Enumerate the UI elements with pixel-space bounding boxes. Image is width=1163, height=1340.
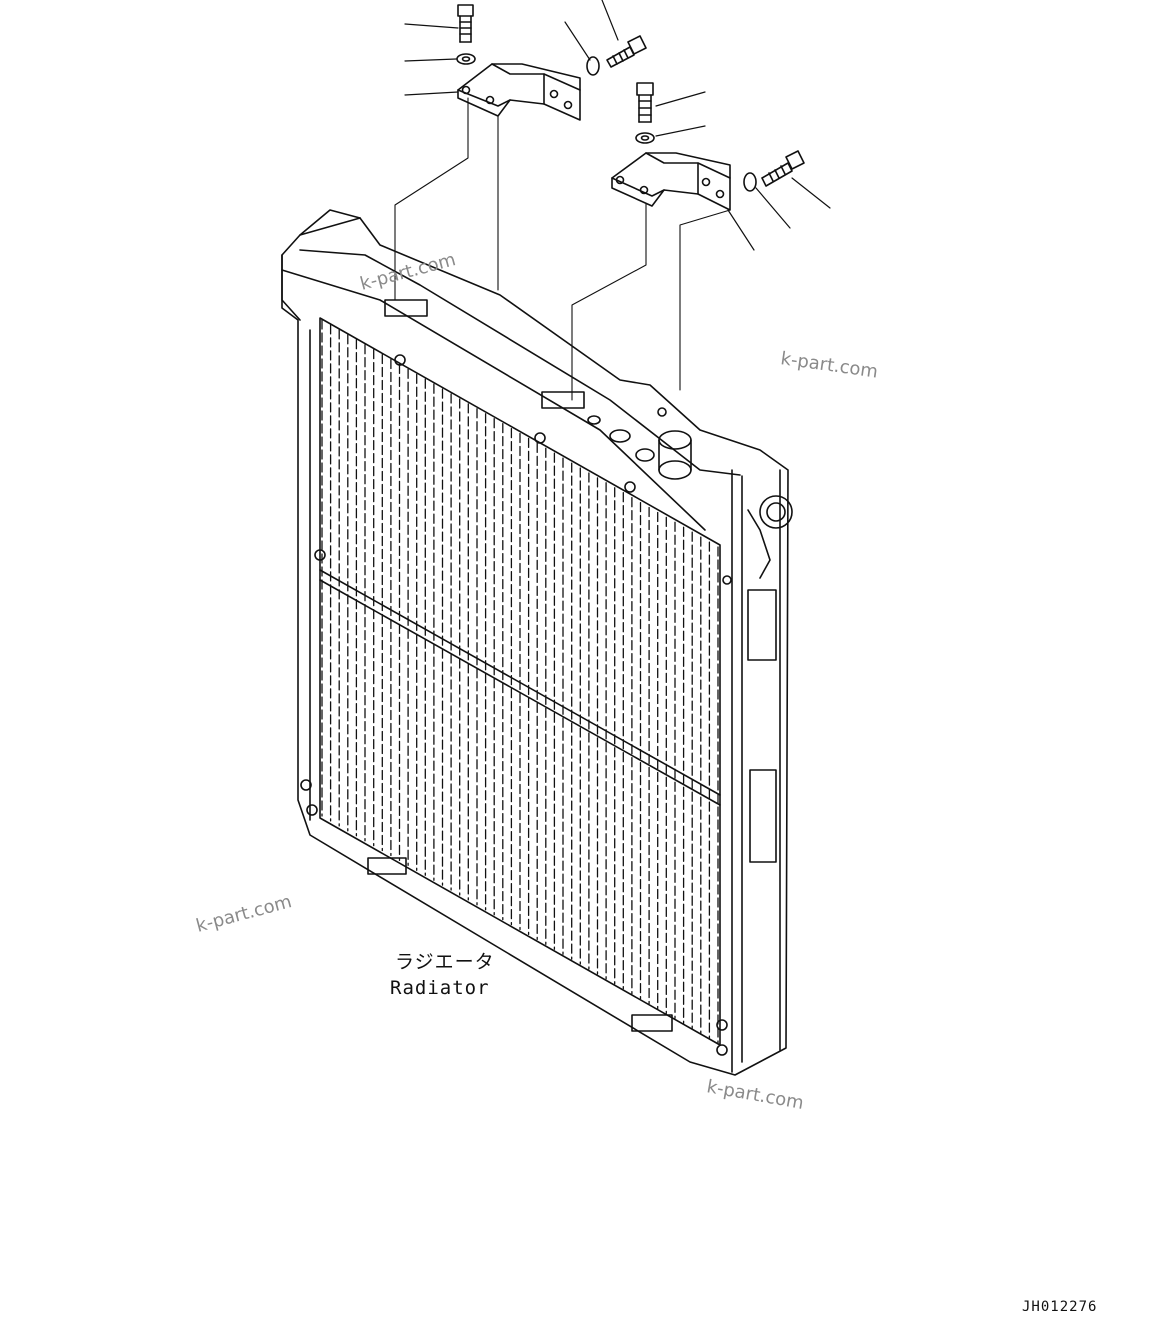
washer-1: [456, 53, 476, 65]
watermark: k-part.com: [779, 348, 879, 382]
bracket-1: [457, 63, 581, 121]
bolt-1: [457, 4, 474, 43]
part-label-jp: ラジエータ: [395, 951, 495, 973]
watermark: k-part.com: [194, 891, 294, 937]
radiator-core-fins: [321, 319, 719, 1044]
washer-2: [586, 56, 600, 76]
bolt-2: [606, 35, 647, 68]
bolt-4: [761, 150, 805, 187]
leader-lines: [404, 0, 831, 251]
watermark: k-part.com: [705, 1076, 805, 1114]
drawing-code: JH012276: [1022, 1299, 1097, 1315]
guide-lines: [394, 97, 731, 401]
part-label-en: Radiator: [390, 977, 490, 999]
bolt-3: [636, 82, 654, 123]
radiator: [281, 209, 793, 1076]
washer-4: [743, 172, 757, 192]
washer-3: [635, 132, 655, 144]
bracket-2: [611, 152, 731, 211]
